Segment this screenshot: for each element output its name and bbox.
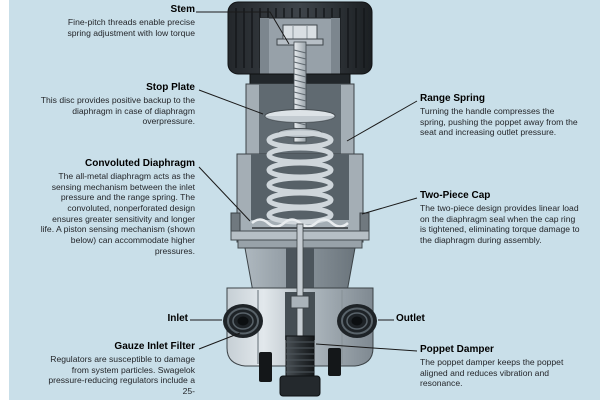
callout-poppet-damper-body: The poppet damper keeps the poppet align… — [420, 357, 564, 389]
callout-stop-plate-body: This disc provides positive backup to th… — [40, 95, 195, 127]
callout-stop-plate: Stop Plate This disc provides positive b… — [35, 82, 195, 127]
poppet-damper-plug — [259, 335, 341, 397]
inlet-port — [223, 304, 263, 338]
bottom-stud-left — [259, 352, 272, 382]
leader-line-stop-plate — [198, 89, 264, 115]
bottom-stud-right — [328, 348, 341, 376]
range-spring-coils — [266, 130, 334, 225]
outlet-port — [337, 304, 377, 338]
leader-lines — [190, 11, 418, 352]
callout-range-spring-body: Turning the handle compresses the spring… — [420, 106, 578, 138]
leader-line-range-spring — [346, 100, 418, 142]
callout-convoluted-diaphragm-title: Convoluted Diaphragm — [84, 158, 195, 169]
callout-gauze-inlet-filter: Gauze Inlet Filter Regulators are suscep… — [37, 341, 195, 397]
callout-two-piece-cap-title: Two-Piece Cap — [420, 190, 491, 201]
callout-inlet: Inlet — [138, 313, 188, 326]
callout-inlet-title: Inlet — [167, 313, 188, 324]
callout-range-spring: Range Spring Turning the handle compress… — [420, 93, 580, 138]
callout-stem: Stem Fine-pitch threads enable precise s… — [45, 4, 195, 38]
leader-line-stem — [196, 11, 290, 45]
callout-outlet: Outlet — [396, 313, 456, 326]
leader-line-gauze-inlet-filter — [198, 332, 241, 350]
stem-hex-nut — [282, 24, 318, 40]
leader-line-convoluted-diaphragm — [198, 166, 251, 222]
leader-line-poppet-damper — [315, 343, 418, 352]
callout-gauze-inlet-filter-body: Regulators are susceptible to damage fro… — [48, 354, 195, 396]
callout-convoluted-diaphragm-body: The all-metal diaphragm acts as the sens… — [40, 171, 195, 256]
callout-gauze-inlet-filter-title: Gauze Inlet Filter — [114, 341, 195, 352]
convoluted-diaphragm-wave — [251, 218, 349, 228]
page-left-margin — [0, 0, 9, 400]
callout-poppet-damper-title: Poppet Damper — [420, 344, 494, 355]
stem-threaded-rod — [293, 41, 307, 143]
callout-stem-title: Stem — [170, 4, 195, 15]
callout-stem-body: Fine-pitch threads enable precise spring… — [67, 17, 195, 38]
callout-convoluted-diaphragm: Convoluted Diaphragm The all-metal diaph… — [37, 158, 195, 256]
callout-poppet-damper: Poppet Damper The poppet damper keeps th… — [420, 344, 582, 389]
callout-outlet-title: Outlet — [396, 313, 425, 324]
callout-two-piece-cap-body: The two-piece design provides linear loa… — [420, 203, 580, 245]
callout-stop-plate-title: Stop Plate — [146, 82, 195, 93]
callout-range-spring-title: Range Spring — [420, 93, 486, 104]
leader-line-two-piece-cap — [361, 197, 418, 215]
callout-two-piece-cap: Two-Piece Cap The two-piece design provi… — [420, 190, 582, 246]
